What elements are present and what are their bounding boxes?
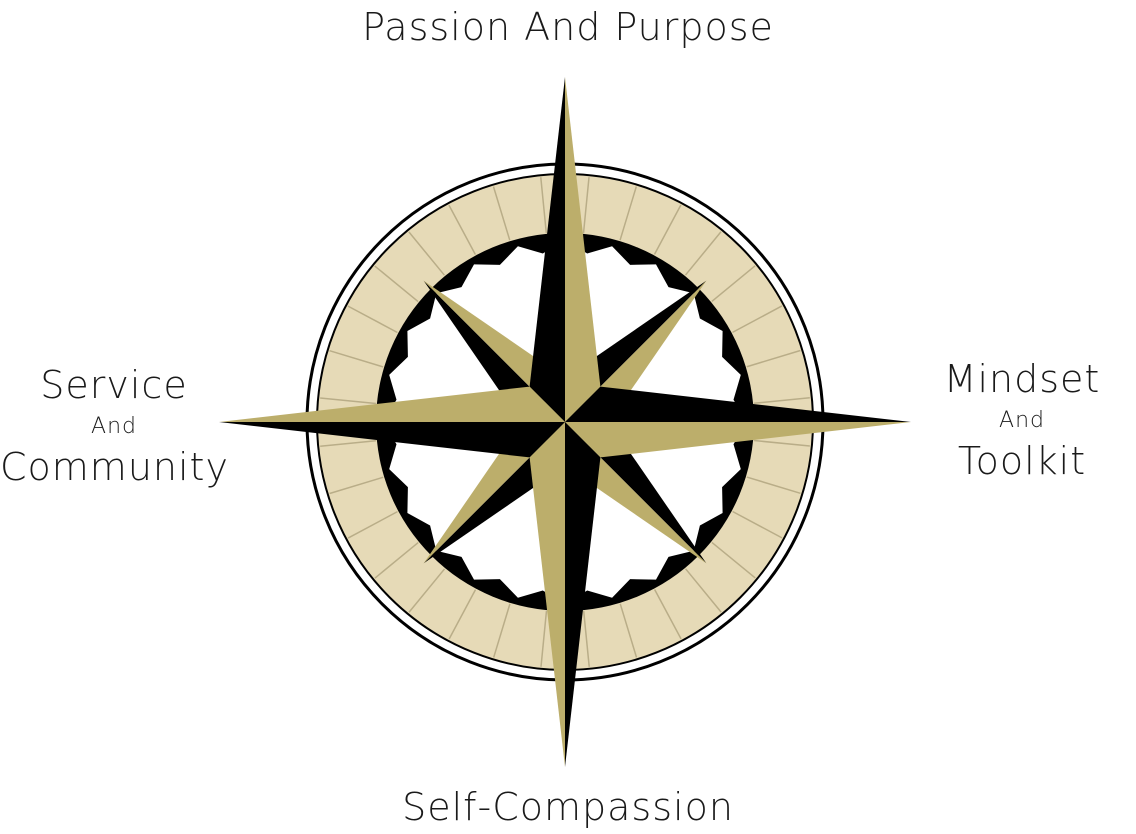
compass-cardinal-points <box>219 77 911 767</box>
